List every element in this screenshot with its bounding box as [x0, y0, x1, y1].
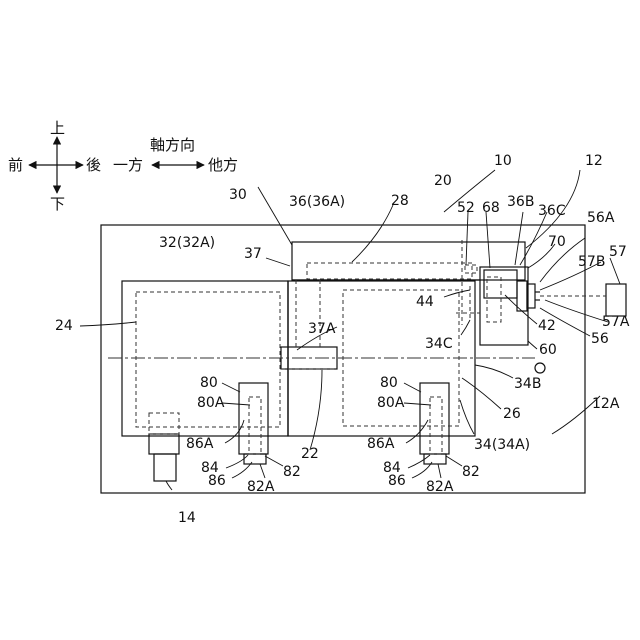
- label-36: 36(36A): [289, 194, 345, 210]
- label-left-86: 86: [208, 473, 226, 489]
- label-57a: 57A: [602, 314, 630, 330]
- label-70: 70: [548, 234, 566, 250]
- label-57b: 57B: [578, 254, 605, 270]
- label-10: 10: [494, 153, 512, 169]
- hidden-52: [465, 265, 477, 273]
- label-right-82a: 82A: [426, 479, 454, 495]
- label-34c: 34C: [425, 336, 453, 352]
- hidden-28: [307, 263, 472, 279]
- label-34: 34(34A): [474, 437, 530, 453]
- label-right-86: 86: [388, 473, 406, 489]
- label-56: 56: [591, 331, 609, 347]
- hidden-foot: [149, 413, 179, 434]
- label-52: 52: [457, 200, 475, 216]
- label-42: 42: [538, 318, 556, 334]
- label-60: 60: [539, 342, 557, 358]
- label-36b: 36B: [507, 194, 534, 210]
- label-12: 12: [585, 153, 603, 169]
- left-bracket-80: [239, 383, 268, 454]
- label-22: 22: [301, 446, 319, 462]
- label-56a: 56A: [587, 210, 615, 226]
- up-label: 上: [50, 119, 65, 137]
- label-37: 37: [244, 246, 262, 262]
- back-label: 後: [86, 156, 101, 174]
- marker-circle: [535, 363, 545, 373]
- label-57: 57: [609, 244, 627, 260]
- label-32: 32(32A): [159, 235, 215, 251]
- right-bracket-80: [420, 383, 449, 454]
- right-nut-82: [424, 454, 446, 464]
- label-26: 26: [503, 406, 521, 422]
- label-left-82a: 82A: [247, 479, 275, 495]
- label-20: 20: [434, 173, 452, 189]
- unit-36: [292, 242, 525, 280]
- label-44: 44: [416, 294, 434, 310]
- axial-direction-label: 軸方向: [150, 136, 195, 154]
- housing-60: [480, 267, 528, 345]
- hidden-bolt-left: [249, 397, 261, 454]
- label-right-86a: 86A: [367, 436, 395, 452]
- down-label: 下: [50, 195, 65, 213]
- foot-14: [154, 454, 176, 481]
- cylinder-56: [517, 281, 527, 311]
- label-14: 14: [178, 510, 196, 526]
- foot-14-upper: [149, 434, 179, 454]
- front-label: 前: [8, 156, 23, 174]
- label-12a: 12A: [592, 396, 620, 412]
- label-left-80a: 80A: [197, 395, 225, 411]
- label-left-82: 82: [283, 464, 301, 480]
- label-right-80a: 80A: [377, 395, 405, 411]
- label-right-82: 82: [462, 464, 480, 480]
- label-30: 30: [229, 187, 247, 203]
- label-right-80: 80: [380, 375, 398, 391]
- one-side-label: 一方: [113, 156, 143, 174]
- part-57: [606, 284, 626, 316]
- label-left-80: 80: [200, 375, 218, 391]
- label-68: 68: [482, 200, 500, 216]
- label-left-86a: 86A: [186, 436, 214, 452]
- label-34b: 34B: [514, 376, 541, 392]
- label-28: 28: [391, 193, 409, 209]
- label-24: 24: [55, 318, 73, 334]
- other-side-label: 他方: [208, 156, 238, 174]
- label-37a: 37A: [308, 321, 336, 337]
- hidden-68: [487, 277, 501, 322]
- label-36c: 36C: [538, 203, 566, 219]
